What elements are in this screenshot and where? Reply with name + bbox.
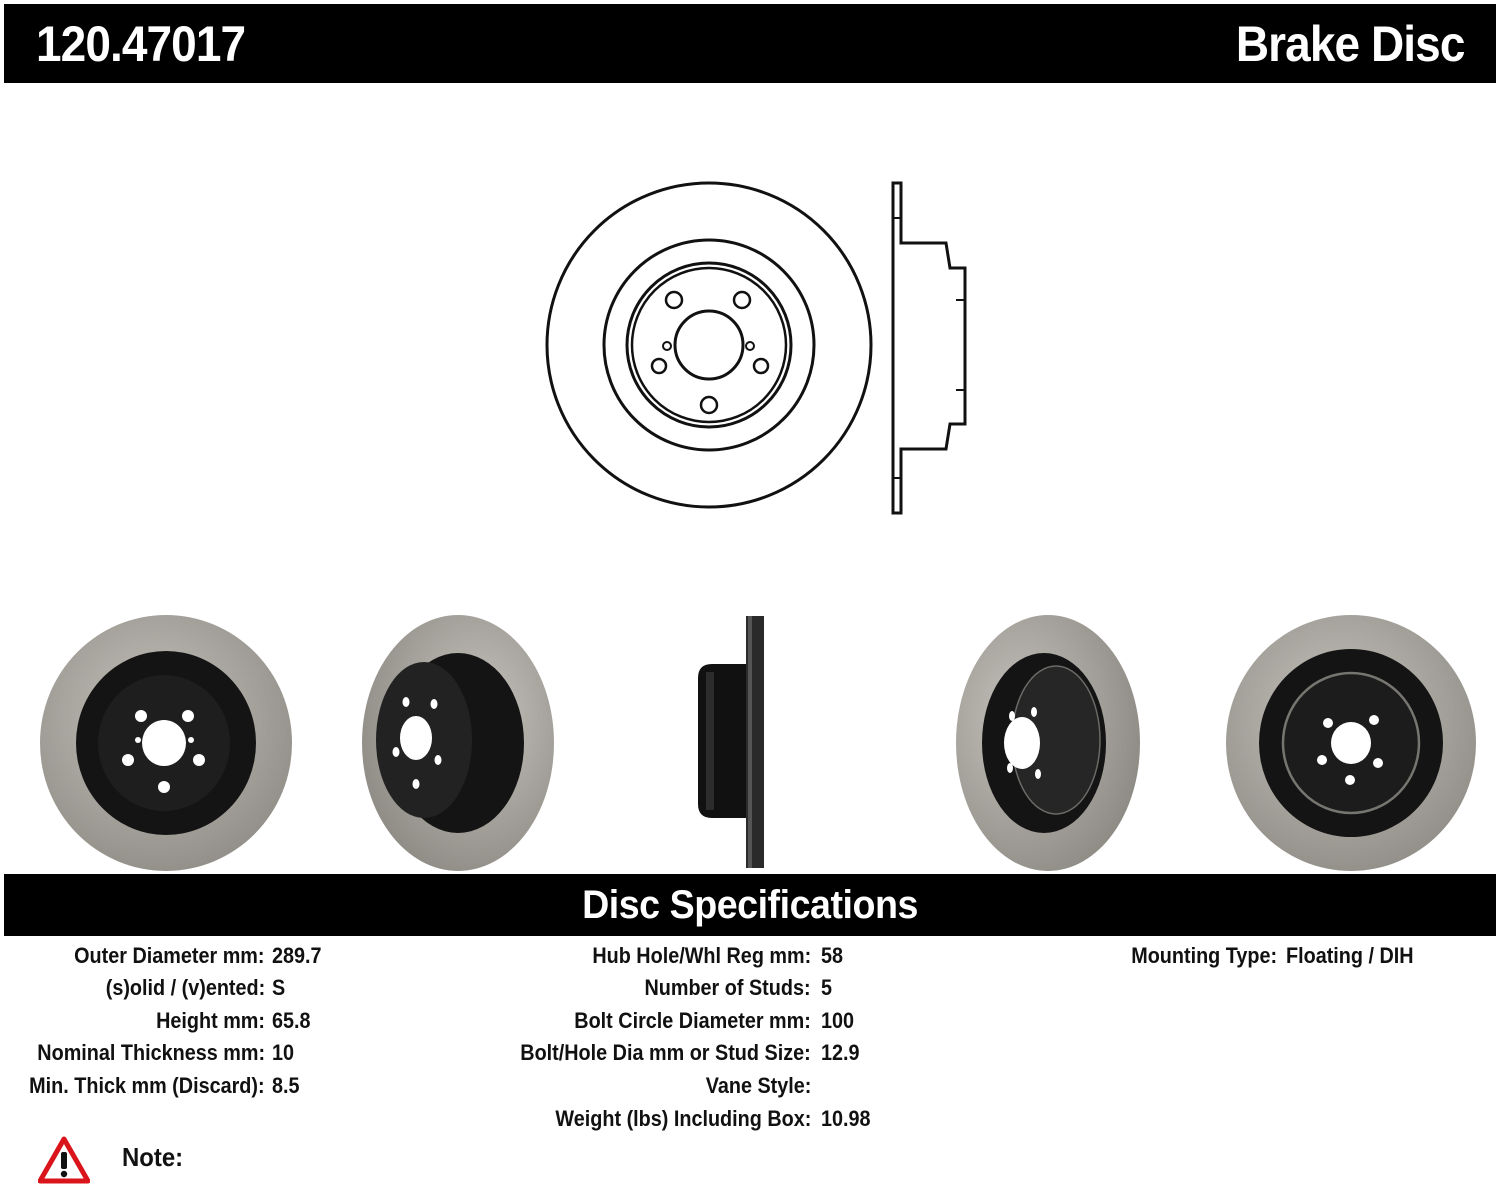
spec-label: Bolt Circle Diameter mm:: [574, 1008, 811, 1033]
spec-label: Weight (lbs) Including Box:: [555, 1106, 811, 1131]
disc-photo-side: [698, 616, 764, 868]
spec-row: Hub Hole/Whl Reg mm: 58: [0, 940, 1500, 972]
disc-photo-angled-back: [956, 615, 1140, 871]
front-view-drawing: [545, 181, 873, 509]
product-type: Brake Disc: [1235, 16, 1465, 72]
spec-value: 5: [821, 975, 833, 1000]
spec-row: (s)olid / (v)ented: S: [0, 972, 1500, 1004]
disc-photo-angled-front: [362, 615, 554, 871]
spec-row: Vane Style:: [0, 1070, 1500, 1102]
spec-value: 10.98: [821, 1106, 871, 1131]
spec-label: Number of Studs:: [644, 975, 811, 1000]
spec-row: Bolt/Hole Dia mm or Stud Size: 12.9: [0, 1037, 1500, 1069]
disc-photo-back: [1226, 615, 1476, 871]
spec-row: Min. Thick mm (Discard): 8.5: [0, 1070, 1500, 1102]
spec-label: Bolt/Hole Dia mm or Stud Size:: [520, 1040, 811, 1065]
spec-label: (s)olid / (v)ented:: [105, 975, 265, 1000]
spec-value: 289.7: [272, 943, 322, 968]
part-number: 120.47017: [36, 16, 246, 72]
spec-label: Height mm:: [156, 1008, 265, 1033]
spec-label: Min. Thick mm (Discard):: [29, 1073, 265, 1098]
spec-label: Mounting Type:: [1131, 943, 1277, 968]
spec-value: 12.9: [821, 1040, 860, 1065]
spec-value: S: [272, 975, 286, 1000]
spec-label: Nominal Thickness mm:: [37, 1040, 265, 1065]
warning-triangle-icon: [38, 1136, 90, 1184]
spec-value: 65.8: [272, 1008, 311, 1033]
stud-hole: [732, 290, 752, 310]
spec-row: Bolt Circle Diameter mm: 100: [0, 1005, 1500, 1037]
spec-section-title: Disc Specifications: [582, 883, 918, 927]
spec-value: Floating / DIH: [1286, 943, 1414, 968]
spec-label: Vane Style:: [705, 1073, 811, 1098]
disc-photo-front: [40, 615, 292, 871]
spec-row: Weight (lbs) Including Box: 10.98: [0, 1103, 1500, 1135]
spec-row: Outer Diameter mm: 289.7: [0, 940, 1500, 972]
spec-label: Outer Diameter mm:: [74, 943, 265, 968]
note-label: Note:: [122, 1142, 184, 1172]
stud-hole: [650, 357, 668, 375]
spec-value: 100: [821, 1008, 855, 1033]
header-bar: 120.47017 Brake Disc: [4, 4, 1496, 83]
technical-drawing: [545, 181, 967, 515]
spec-row: Number of Studs: 5: [0, 972, 1500, 1004]
spec-label: Hub Hole/Whl Reg mm:: [592, 943, 811, 968]
locating-hole: [662, 341, 672, 351]
spec-value: 58: [821, 943, 844, 968]
stud-hole: [699, 395, 719, 415]
spec-value: 8.5: [272, 1073, 300, 1098]
stud-hole: [752, 357, 770, 375]
spec-value: 10: [272, 1040, 295, 1065]
spec-section-bar: Disc Specifications: [4, 874, 1496, 936]
stud-hole: [664, 290, 684, 310]
spec-row: Nominal Thickness mm: 10: [0, 1037, 1500, 1069]
spec-row: Mounting Type: Floating / DIH: [0, 940, 1500, 972]
spec-row: Height mm: 65.8: [0, 1005, 1500, 1037]
side-view-drawing: [891, 181, 967, 515]
locating-hole: [745, 341, 755, 351]
